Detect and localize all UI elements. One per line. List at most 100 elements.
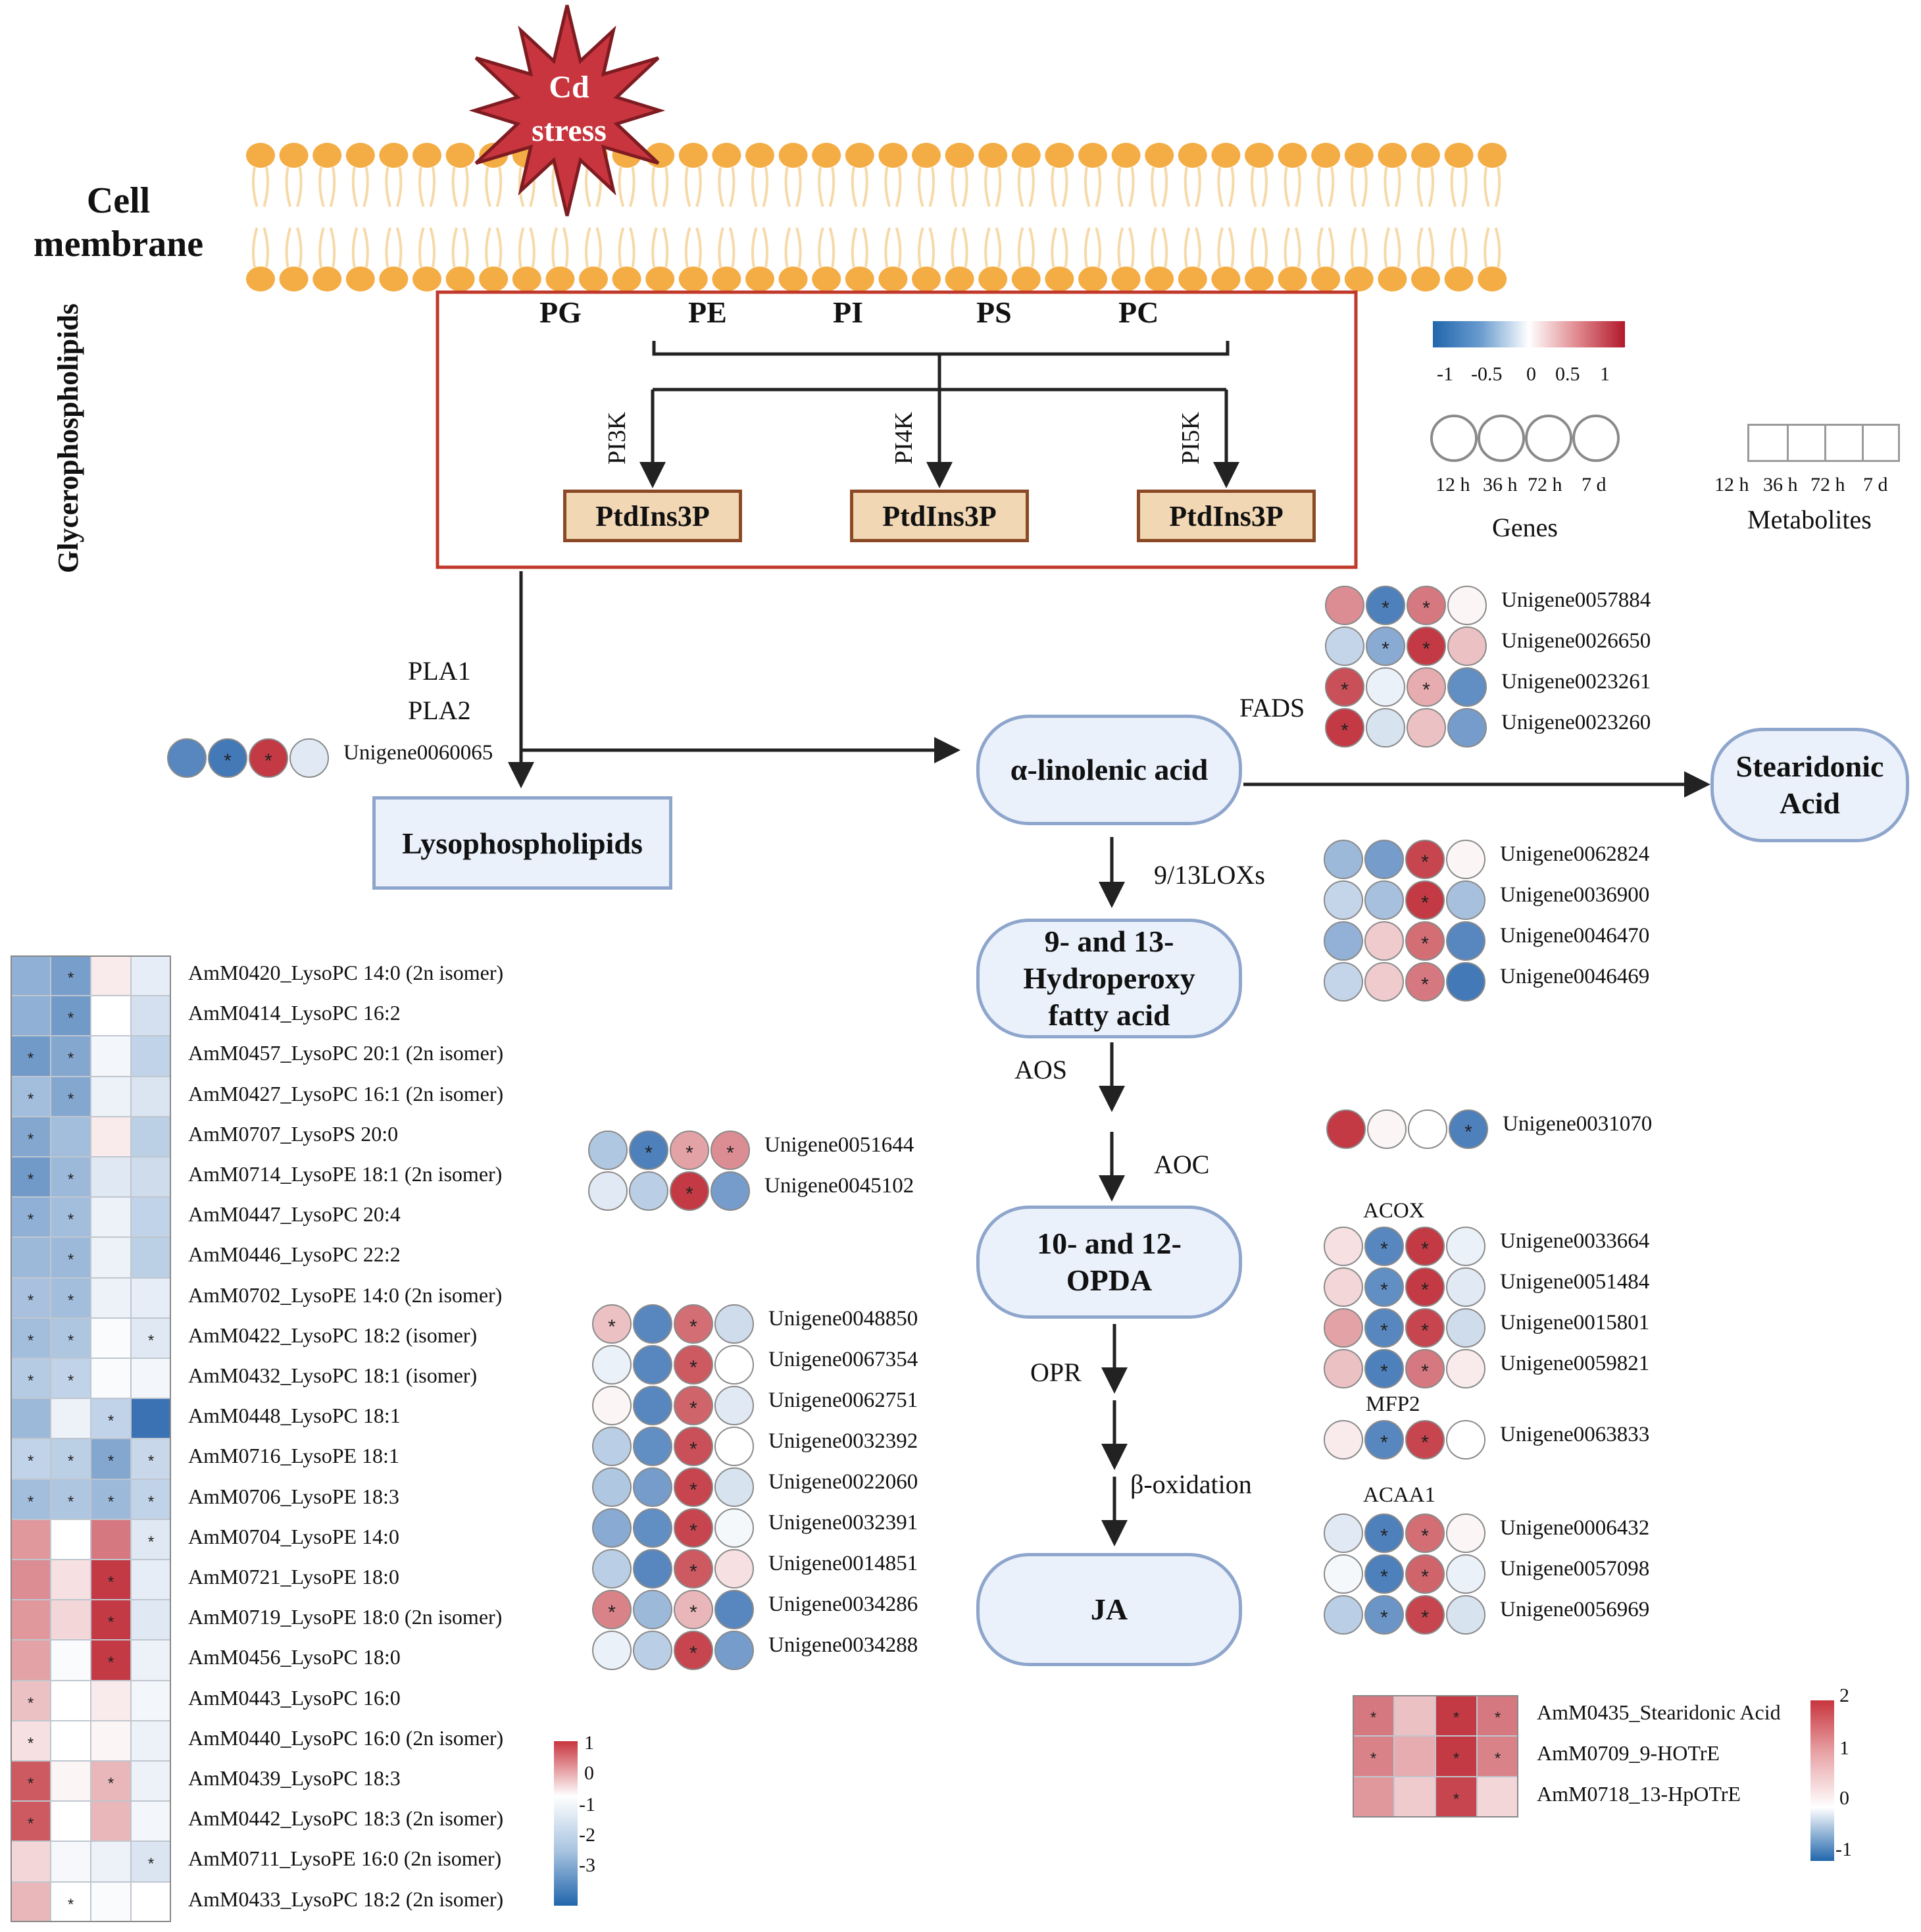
lipid-tail bbox=[917, 166, 924, 207]
gene-expression-circle bbox=[1324, 840, 1363, 879]
lipid-tail bbox=[551, 227, 558, 268]
gene-id-label: Unigene0015801 bbox=[1500, 1311, 1650, 1335]
gene-expression-circle: * bbox=[674, 1386, 713, 1425]
lipid-head bbox=[579, 267, 608, 292]
lipid-tail bbox=[251, 166, 259, 207]
lyso-heatmap-cell bbox=[91, 1197, 131, 1238]
gene-expression-circle: * bbox=[592, 1590, 632, 1629]
gene-expression-circle bbox=[1364, 840, 1404, 879]
gene-id-label: Unigene0036900 bbox=[1500, 883, 1650, 907]
gene-expression-circle: * bbox=[674, 1590, 713, 1629]
lipid-head bbox=[945, 267, 974, 292]
ptdins3p-box-1: PtdIns3P bbox=[563, 490, 742, 542]
lipid-bilayer bbox=[246, 143, 1507, 292]
gene-expression-circle: * bbox=[1364, 1267, 1404, 1307]
lyso-heatmap-cell: * bbox=[51, 1277, 91, 1318]
lyso-heatmap-cell bbox=[91, 996, 131, 1036]
gene-id-label: Unigene0051484 bbox=[1500, 1270, 1650, 1294]
lyso-heatmap-cell: * bbox=[11, 1680, 51, 1721]
lyso-heatmap-cell bbox=[11, 1237, 51, 1278]
phospholipid-bracket bbox=[652, 341, 1230, 392]
gene-expression-circle: * bbox=[1364, 1595, 1404, 1635]
lipid-tail bbox=[1295, 227, 1301, 268]
lipid-tail bbox=[518, 227, 525, 268]
gene-expression-circle bbox=[1324, 1349, 1363, 1388]
lipid-head bbox=[1245, 267, 1274, 292]
lipid-tail bbox=[518, 166, 525, 207]
lyso-heatmap-cell bbox=[131, 1157, 171, 1198]
lipid-head bbox=[1278, 143, 1307, 168]
lipid-tail bbox=[551, 166, 558, 207]
lipid-tail bbox=[262, 227, 270, 268]
lipid-tail bbox=[751, 166, 758, 207]
acid-heatmap-cell bbox=[1353, 1777, 1394, 1818]
gene-expression-circle bbox=[633, 1549, 672, 1589]
lyso-heatmap-cell bbox=[91, 1157, 131, 1198]
lyso-heatmap-cell bbox=[51, 1720, 91, 1761]
gene-expression-circle bbox=[1324, 921, 1363, 961]
acid-scale-tick-1: 2 bbox=[1839, 1685, 1849, 1706]
lyso-heatmap-cell bbox=[91, 1720, 131, 1761]
lipid-tail bbox=[1117, 166, 1124, 207]
lyso-heatmap-cell bbox=[51, 1519, 91, 1560]
lipid-head bbox=[379, 143, 409, 168]
lipid-tail bbox=[651, 227, 658, 268]
lyso-heatmap-cell bbox=[51, 1680, 91, 1721]
lyso-heatmap-cell: * bbox=[91, 1438, 131, 1479]
lipid-tail bbox=[1416, 166, 1424, 207]
lipid-tail bbox=[418, 166, 425, 207]
lipid-head bbox=[1411, 143, 1440, 168]
lipid-tail bbox=[928, 227, 936, 268]
lyso-metabolite-label: AmM0456_LysoPC 18:0 bbox=[188, 1645, 401, 1669]
lipid-tail bbox=[1461, 227, 1468, 268]
gene-expression-circle bbox=[1366, 708, 1405, 748]
gene-expression-circle: * bbox=[249, 738, 288, 778]
lyso-metabolite-label: AmM0706_LysoPE 18:3 bbox=[188, 1484, 399, 1508]
lipid-tail bbox=[1017, 166, 1024, 207]
acid-heatmap-cell: * bbox=[1435, 1777, 1477, 1818]
lipid-tail bbox=[1361, 166, 1368, 207]
gene-expression-circle: * bbox=[674, 1549, 713, 1589]
lyso-heatmap-cell: * bbox=[51, 1237, 91, 1278]
gene-expression-circle bbox=[1407, 708, 1446, 748]
lipid-head bbox=[1311, 143, 1341, 168]
lipid-tail bbox=[917, 227, 924, 268]
lipid-tail bbox=[851, 166, 858, 207]
lyso-metabolite-label: AmM0440_LysoPC 16:0 (2n isomer) bbox=[188, 1725, 504, 1750]
lipid-tail bbox=[1195, 227, 1201, 268]
lipid-head bbox=[1078, 143, 1107, 168]
lyso-heatmap-cell bbox=[131, 1680, 171, 1721]
lipid-tail bbox=[851, 227, 858, 268]
gene-expression-circle bbox=[1324, 1308, 1363, 1348]
enzyme-beta-oxidation: β-oxidation bbox=[1130, 1469, 1252, 1499]
gene-expression-circle: * bbox=[1405, 1308, 1445, 1348]
gene-expression-circle bbox=[1446, 1513, 1485, 1553]
lipid-tail bbox=[695, 227, 702, 268]
lipid-tail bbox=[429, 166, 436, 207]
lipid-tail bbox=[1295, 166, 1301, 207]
lyso-heatmap-cell bbox=[91, 1519, 131, 1560]
gene-expression-circle bbox=[711, 1171, 750, 1211]
gene-expression-circle: * bbox=[1325, 708, 1364, 748]
lipid-tail bbox=[1461, 166, 1468, 207]
lyso-metabolite-label: AmM0457_LysoPC 20:1 (2n isomer) bbox=[188, 1041, 504, 1065]
lipid-tail bbox=[1161, 227, 1168, 268]
legend-gene-time-1: 12 h bbox=[1435, 474, 1470, 496]
lipid-tail bbox=[1416, 227, 1424, 268]
lyso-heatmap-cell: * bbox=[131, 1841, 171, 1882]
lyso-heatmap-cell: * bbox=[51, 1036, 91, 1077]
gene-expression-circle bbox=[1324, 1227, 1363, 1266]
lipid-head bbox=[1344, 143, 1374, 168]
lyso-scale-tick-5: -3 bbox=[579, 1854, 595, 1876]
lyso-heatmap-cell bbox=[91, 955, 131, 996]
gene-expression-circle bbox=[714, 1590, 754, 1629]
gene-expression-circle: * bbox=[1407, 667, 1446, 707]
lipid-tail bbox=[318, 166, 325, 207]
lipid-tail bbox=[1228, 227, 1235, 268]
lyso-heatmap-cell: * bbox=[91, 1560, 131, 1600]
lipid-head bbox=[712, 267, 741, 292]
lipid-head bbox=[678, 143, 708, 168]
lyso-heatmap-cell: * bbox=[91, 1479, 131, 1519]
lyso-heatmap-cell: * bbox=[51, 1358, 91, 1399]
lipid-tail bbox=[1095, 166, 1102, 207]
